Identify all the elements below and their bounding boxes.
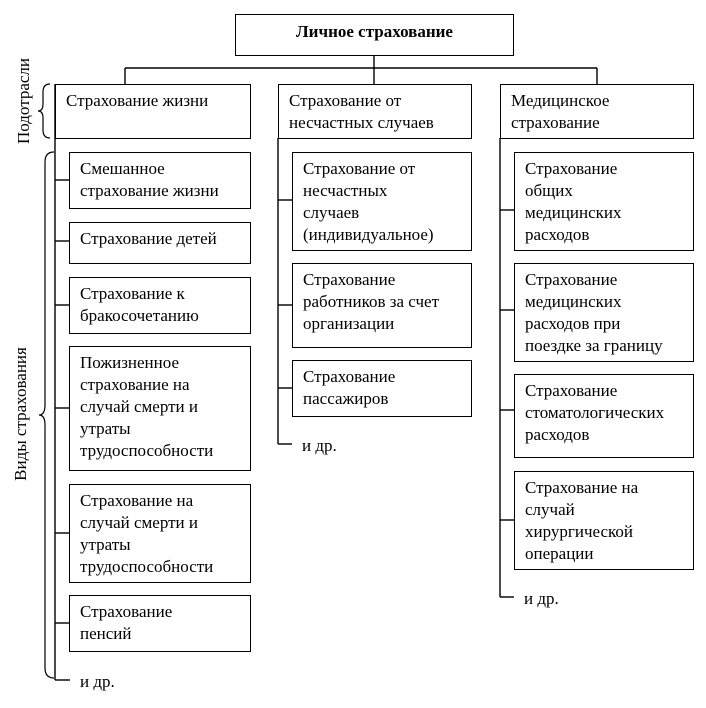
type-life-6: Страхование пенсий — [69, 595, 251, 652]
type-life-2: Страхование детей — [69, 222, 251, 264]
etc-life: и др. — [80, 672, 115, 691]
type-medical-1: Страхование общих медицинских расходов — [514, 152, 694, 251]
type-life-4: Пожизненное страхование на случай смерти… — [69, 346, 251, 471]
etc-medical: и др. — [524, 589, 559, 608]
root-box: Личное страхование — [235, 14, 514, 56]
brace-subsectors — [37, 83, 51, 139]
side-label-types: Виды страхования — [11, 347, 30, 481]
type-accident-1: Страхование от несчастных случаев (индив… — [292, 152, 472, 251]
type-life-5: Страхование на случай смерти и утраты тр… — [69, 484, 251, 583]
subsector-accident-insurance: Страхование от несчастных случаев — [278, 84, 472, 139]
type-medical-4: Страхование на случай хирургической опер… — [514, 471, 694, 570]
subsector-life-insurance: Страхование жизни — [55, 84, 251, 139]
etc-accident: и др. — [302, 436, 337, 455]
type-medical-3: Страхование стоматологических расходов — [514, 374, 694, 458]
type-accident-3: Страхование пассажиров — [292, 360, 472, 417]
type-life-1: Смешанное страхование жизни — [69, 152, 251, 209]
type-accident-2: Страхование работников за счет организац… — [292, 263, 472, 348]
type-life-3: Страхование к бракосочетанию — [69, 277, 251, 334]
side-label-subsectors: Подотрасли — [14, 57, 33, 145]
brace-types — [38, 151, 55, 679]
type-medical-2: Страхование медицинских расходов при пое… — [514, 263, 694, 362]
subsector-medical-insurance: Медицинское страхование — [500, 84, 694, 139]
